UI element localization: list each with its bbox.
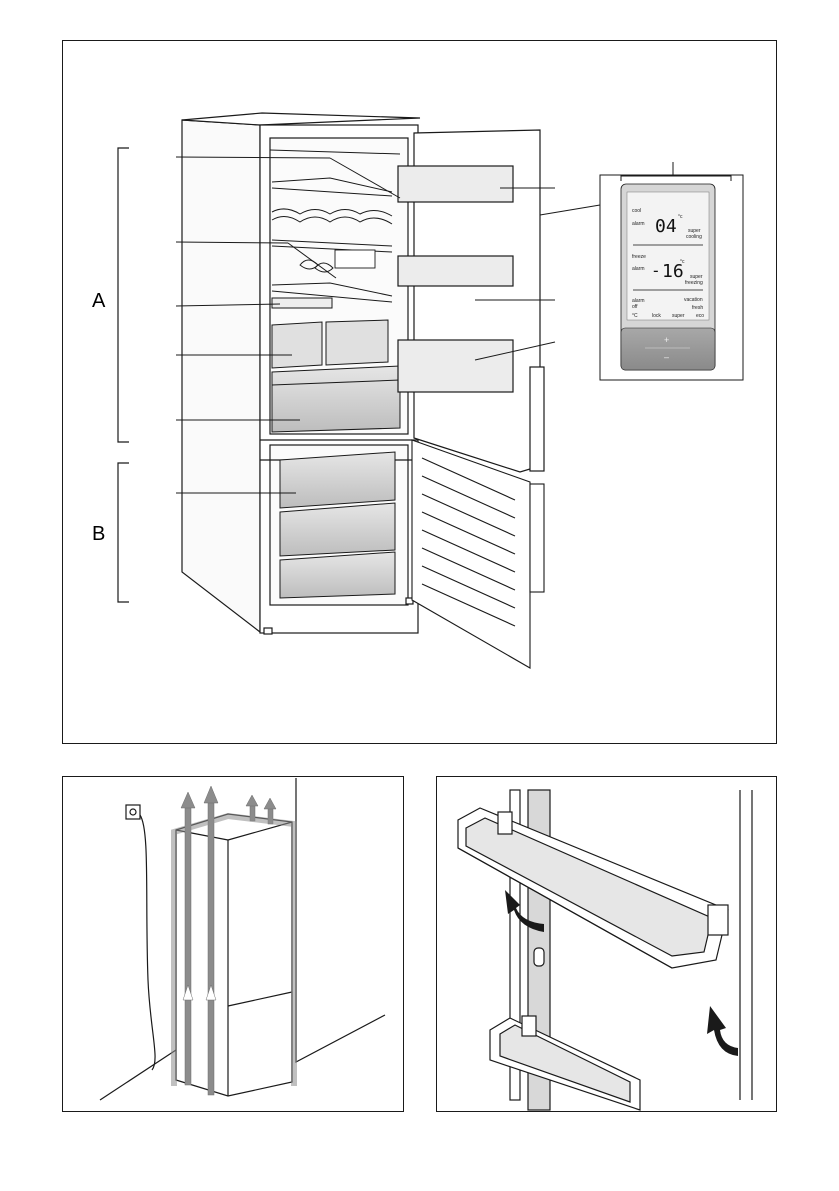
display-super-freezing-2: freezing	[685, 280, 703, 286]
zone-a-bracket	[117, 147, 129, 443]
display-freezer-alarm-label: alarm	[632, 266, 645, 272]
minus-button[interactable]: –	[664, 352, 669, 362]
display-vacation: vacation	[684, 297, 703, 303]
control-display	[620, 183, 716, 371]
freezer-drawers	[279, 451, 396, 599]
display-freezer-sign: -	[651, 261, 661, 280]
display-fresh: fresh	[692, 305, 703, 311]
display-alarm-off-2: off	[632, 304, 638, 310]
plus-button[interactable]: +	[664, 335, 669, 345]
display-fridge-temperature: 04	[655, 216, 677, 237]
fridge-shelves	[269, 149, 401, 309]
airflow-arrows	[180, 785, 277, 1096]
bottle-holder	[299, 249, 376, 273]
display-lock: lock	[652, 313, 661, 319]
display-eco: eco	[696, 313, 704, 319]
display-freezer-unit: °c	[680, 259, 685, 265]
display-super-cooling-1: super	[688, 228, 701, 234]
zone-b-bracket	[117, 462, 129, 603]
display-celsius: °C	[632, 313, 638, 319]
display-freezer-temperature: 16	[662, 261, 684, 282]
display-alarm-off-1: alarm	[632, 298, 645, 304]
zone-b-label: B	[92, 523, 106, 545]
door-shelf-panel	[436, 776, 777, 1112]
fridge-door	[397, 129, 545, 473]
lift-arrows	[505, 890, 738, 1068]
display-super-cooling-2: cooling	[686, 234, 702, 240]
callout-lines	[175, 156, 601, 494]
freezer-door	[411, 439, 545, 669]
display-fridge-unit: °c	[678, 214, 683, 220]
fridge-drawers	[271, 319, 401, 433]
display-cool-label: cool	[632, 208, 641, 214]
display-fridge-alarm-label: alarm	[632, 221, 645, 227]
door-shelf-illustration	[457, 789, 753, 1111]
display-super: super	[672, 313, 685, 319]
air-circulation-illustration	[99, 778, 386, 1101]
air-circulation-panel	[62, 776, 404, 1112]
display-freeze-label: freeze	[632, 254, 646, 260]
display-super-freezing-1: super	[690, 274, 703, 280]
zone-a-label: A	[92, 290, 106, 312]
appliance-outline-gray	[171, 812, 297, 1086]
